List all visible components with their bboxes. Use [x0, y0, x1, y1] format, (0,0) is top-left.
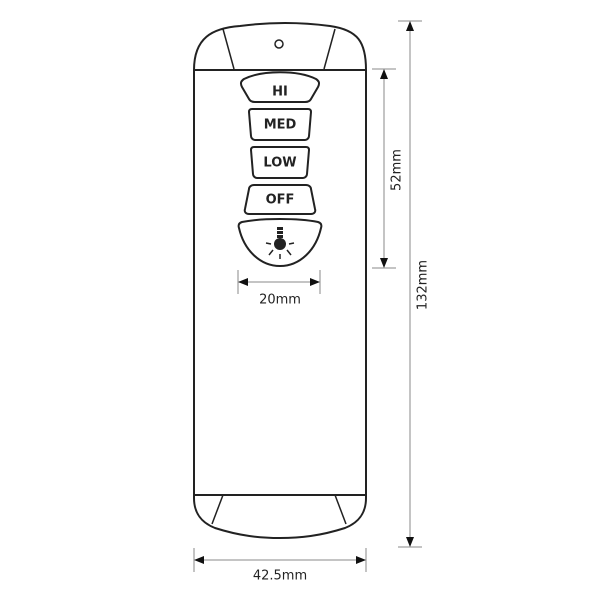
- button-width-label: 20mm: [259, 293, 301, 308]
- panel-height-label: 52mm: [390, 149, 405, 191]
- low-button-label: LOW: [263, 156, 296, 171]
- off-button[interactable]: OFF: [243, 184, 317, 215]
- total-width-dimension: 42.5mm: [193, 548, 367, 584]
- hang-hole-icon: [274, 39, 284, 49]
- button-width-dimension: 20mm: [237, 270, 321, 308]
- total-height-label: 132mm: [416, 260, 431, 310]
- light-bulb-icon: [265, 227, 295, 259]
- hi-button[interactable]: HI: [239, 71, 321, 103]
- total-height-dimension: 132mm: [398, 20, 431, 548]
- off-button-label: OFF: [266, 193, 295, 208]
- low-button[interactable]: LOW: [249, 146, 311, 179]
- med-button[interactable]: MED: [247, 108, 313, 141]
- light-button[interactable]: [237, 218, 323, 268]
- total-width-label: 42.5mm: [253, 569, 307, 584]
- panel-height-dimension: 52mm: [372, 68, 405, 269]
- hi-button-label: HI: [272, 85, 288, 100]
- med-button-label: MED: [264, 118, 297, 133]
